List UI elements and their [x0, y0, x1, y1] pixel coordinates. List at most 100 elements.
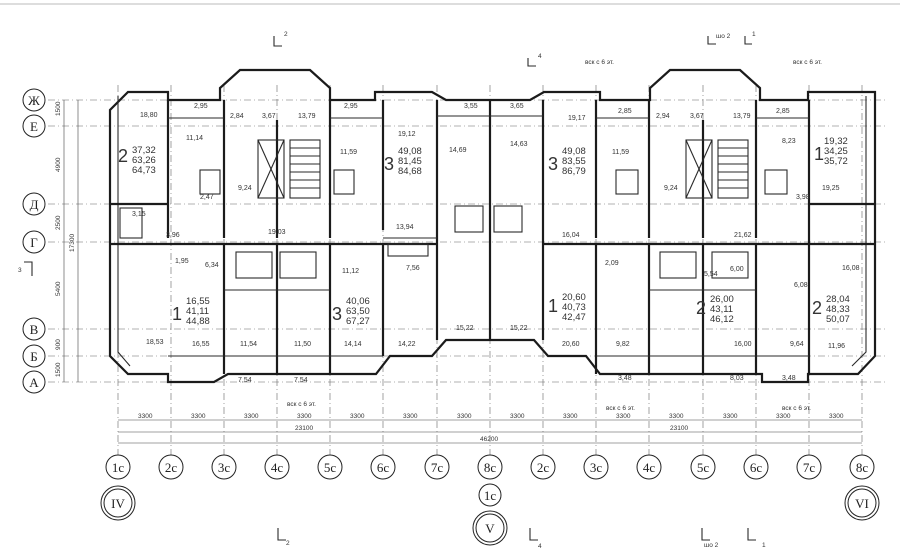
axis-label: Б — [30, 349, 37, 364]
svg-text:16,08: 16,08 — [842, 265, 860, 272]
svg-text:3,15: 3,15 — [132, 211, 146, 218]
svg-text:2,84: 2,84 — [230, 113, 244, 120]
svg-text:20,60: 20,60 — [562, 292, 586, 303]
svg-text:3300: 3300 — [191, 413, 206, 420]
svg-text:14,14: 14,14 — [344, 341, 362, 348]
axis-bubble — [22, 88, 46, 112]
svg-text:3300: 3300 — [829, 413, 844, 420]
axis-label: 2c — [165, 460, 178, 475]
svg-text:3300: 3300 — [510, 413, 525, 420]
svg-text:26,00: 26,00 — [710, 294, 734, 305]
svg-text:3,48: 3,48 — [782, 375, 796, 382]
svg-text:1500: 1500 — [55, 101, 62, 116]
svg-text:16,55: 16,55 — [192, 341, 210, 348]
apartment-tag: 2 37,32 63,26 64,73 — [118, 145, 156, 176]
svg-text:3300: 3300 — [403, 413, 418, 420]
svg-text:67,27: 67,27 — [346, 316, 370, 327]
svg-text:2: 2 — [696, 298, 706, 318]
svg-text:17300: 17300 — [69, 234, 76, 252]
axis-label: Г — [30, 235, 38, 250]
svg-text:8,23: 8,23 — [782, 138, 796, 145]
svg-text:2,47: 2,47 — [200, 194, 214, 201]
section-label: V — [485, 521, 495, 536]
apartment-tag: 2 28,04 48,33 50,07 — [812, 294, 850, 325]
section-markers: IV 1c V VI — [100, 483, 880, 546]
svg-text:43,11: 43,11 — [710, 304, 733, 315]
svg-text:19,25: 19,25 — [822, 185, 840, 192]
apartment-tag: 2 26,00 43,11 46,12 — [696, 294, 734, 325]
svg-text:46200: 46200 — [480, 436, 498, 443]
svg-text:49,08: 49,08 — [398, 146, 422, 157]
svg-text:6,08: 6,08 — [794, 282, 808, 289]
svg-text:3,98: 3,98 — [796, 194, 810, 201]
svg-text:46,12: 46,12 — [710, 314, 734, 325]
axis-label: 6c — [750, 460, 763, 475]
apartment-tag: 1 16,55 41,11 44,88 — [172, 296, 210, 327]
svg-text:3,55: 3,55 — [464, 103, 478, 110]
section-label: 1c — [484, 488, 497, 503]
svg-text:вск с 6 эт.: вск с 6 эт. — [782, 405, 811, 412]
axis-label: 6c — [377, 460, 390, 475]
svg-text:8,03: 8,03 — [730, 375, 744, 382]
apartment-tag: 3 49,08 81,45 84,68 — [384, 146, 422, 177]
svg-text:35,72: 35,72 — [824, 156, 848, 167]
svg-text:13,79: 13,79 — [298, 113, 316, 120]
axis-bubble — [22, 192, 46, 216]
svg-text:вск с 6 эт.: вск с 6 эт. — [606, 405, 635, 412]
axis-label: 2c — [537, 460, 550, 475]
svg-text:42,47: 42,47 — [562, 312, 586, 323]
svg-text:19,03: 19,03 — [268, 229, 286, 236]
svg-text:1: 1 — [814, 144, 824, 164]
svg-text:2,85: 2,85 — [618, 108, 632, 115]
svg-text:63,50: 63,50 — [346, 306, 370, 317]
section-cut-markers: 2 4 шо 2 1 2 4 шо 2 1 3 — [18, 31, 766, 550]
svg-text:3300: 3300 — [297, 413, 312, 420]
apartment-tag: 3 40,06 63,50 67,27 — [332, 296, 370, 327]
svg-text:50,07: 50,07 — [826, 314, 850, 325]
stair-core-right — [685, 139, 749, 199]
svg-text:3: 3 — [384, 154, 394, 174]
axis-label: 7c — [803, 460, 816, 475]
axis-label: 8c — [484, 460, 497, 475]
svg-text:16,55: 16,55 — [186, 296, 210, 307]
svg-text:19,32: 19,32 — [824, 136, 848, 147]
axis-label: 7c — [431, 460, 444, 475]
svg-text:37,32: 37,32 — [132, 145, 156, 156]
svg-text:64,73: 64,73 — [132, 165, 156, 176]
section-label: IV — [111, 496, 125, 511]
svg-text:23100: 23100 — [295, 425, 313, 432]
axis-label: Д — [30, 197, 39, 212]
svg-text:2,95: 2,95 — [194, 103, 208, 110]
svg-text:7,56: 7,56 — [406, 265, 420, 272]
svg-text:3300: 3300 — [616, 413, 631, 420]
svg-text:44,88: 44,88 — [186, 316, 210, 327]
axis-label: 4c — [643, 460, 656, 475]
svg-text:3,67: 3,67 — [262, 113, 276, 120]
svg-text:2: 2 — [812, 298, 822, 318]
axis-label: 8c — [856, 460, 869, 475]
axis-label: 3c — [218, 460, 231, 475]
svg-text:1,95: 1,95 — [175, 258, 189, 265]
vent-notes: вск с 6 эт. вск с 6 эт. вск с 6 эт. вск … — [287, 59, 822, 412]
axis-label: 3c — [590, 460, 603, 475]
svg-text:84,68: 84,68 — [398, 166, 422, 177]
svg-text:шо 2: шо 2 — [704, 542, 719, 549]
svg-text:3300: 3300 — [723, 413, 738, 420]
svg-text:вск с 6 эт.: вск с 6 эт. — [793, 59, 822, 66]
apartment-labels: 2 37,32 63,26 64,73 3 49,08 81,45 84,68 … — [118, 136, 850, 327]
svg-text:2,95: 2,95 — [344, 103, 358, 110]
axis-bubble — [22, 114, 46, 138]
svg-text:15,22: 15,22 — [510, 325, 528, 332]
svg-text:2,85: 2,85 — [776, 108, 790, 115]
svg-text:3,96: 3,96 — [166, 232, 180, 239]
svg-text:13,79: 13,79 — [733, 113, 751, 120]
axis-label: В — [30, 322, 39, 337]
svg-text:2: 2 — [118, 146, 128, 166]
svg-text:18,53: 18,53 — [146, 339, 164, 346]
bathroom-fixtures — [119, 169, 788, 279]
svg-text:40,06: 40,06 — [346, 296, 370, 307]
stair-core-left — [257, 139, 321, 199]
bottom-dimensions: 3300 3300 3300 3300 3300 3300 3300 3300 … — [138, 413, 844, 443]
svg-text:3300: 3300 — [669, 413, 684, 420]
interior-walls — [110, 100, 875, 374]
